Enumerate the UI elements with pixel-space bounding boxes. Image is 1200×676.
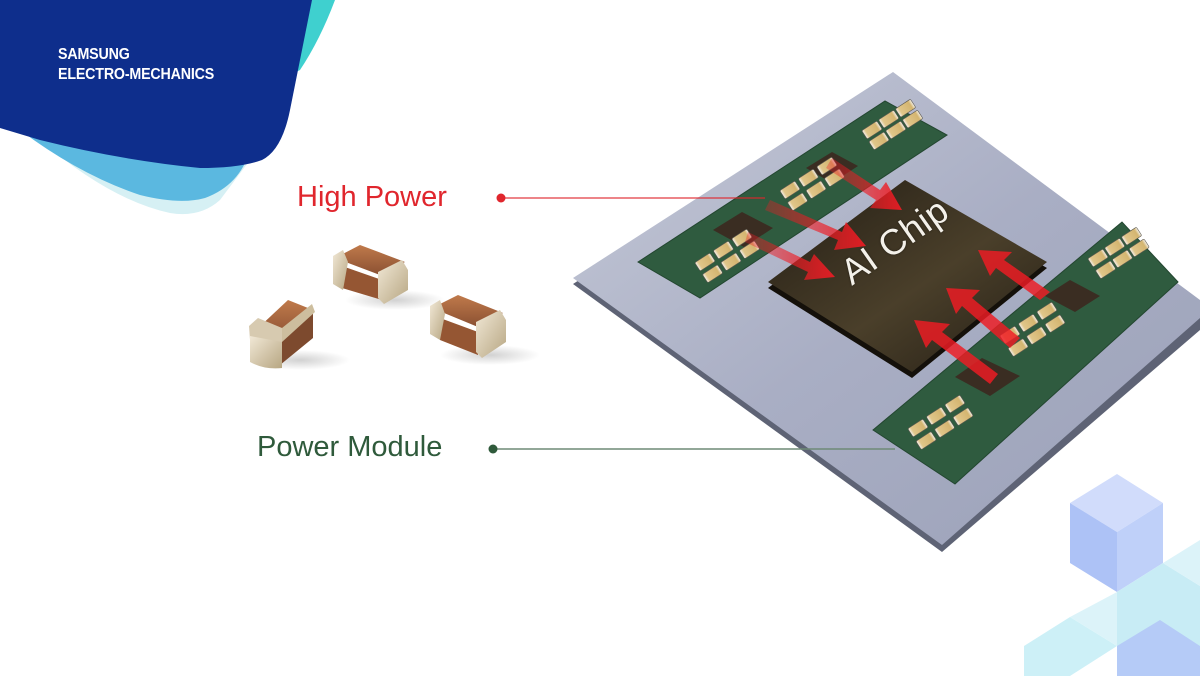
navy-shape bbox=[0, 0, 312, 168]
power-arrows-top bbox=[745, 158, 902, 280]
brand-logo: SAMSUNG ELECTRO-MECHANICS bbox=[58, 45, 214, 85]
high-power-dot bbox=[496, 193, 506, 203]
capacitor-2 bbox=[333, 245, 408, 304]
cube-bottom-left bbox=[1024, 617, 1117, 676]
high-power-label: High Power bbox=[297, 181, 447, 213]
brand-line2: ELECTRO-MECHANICS bbox=[58, 66, 215, 83]
power-module-label: Power Module bbox=[257, 431, 443, 463]
inductor-3 bbox=[1045, 280, 1100, 312]
cube-top bbox=[1070, 474, 1163, 532]
capacitor-3 bbox=[430, 295, 506, 358]
power-arrows-bottom bbox=[914, 250, 1050, 384]
brand-line1: SAMSUNG bbox=[58, 46, 130, 63]
power-module-dot bbox=[488, 444, 498, 454]
ai-chip-die bbox=[768, 180, 1047, 372]
capacitor-1 bbox=[249, 300, 315, 369]
inductor-1 bbox=[713, 212, 773, 247]
